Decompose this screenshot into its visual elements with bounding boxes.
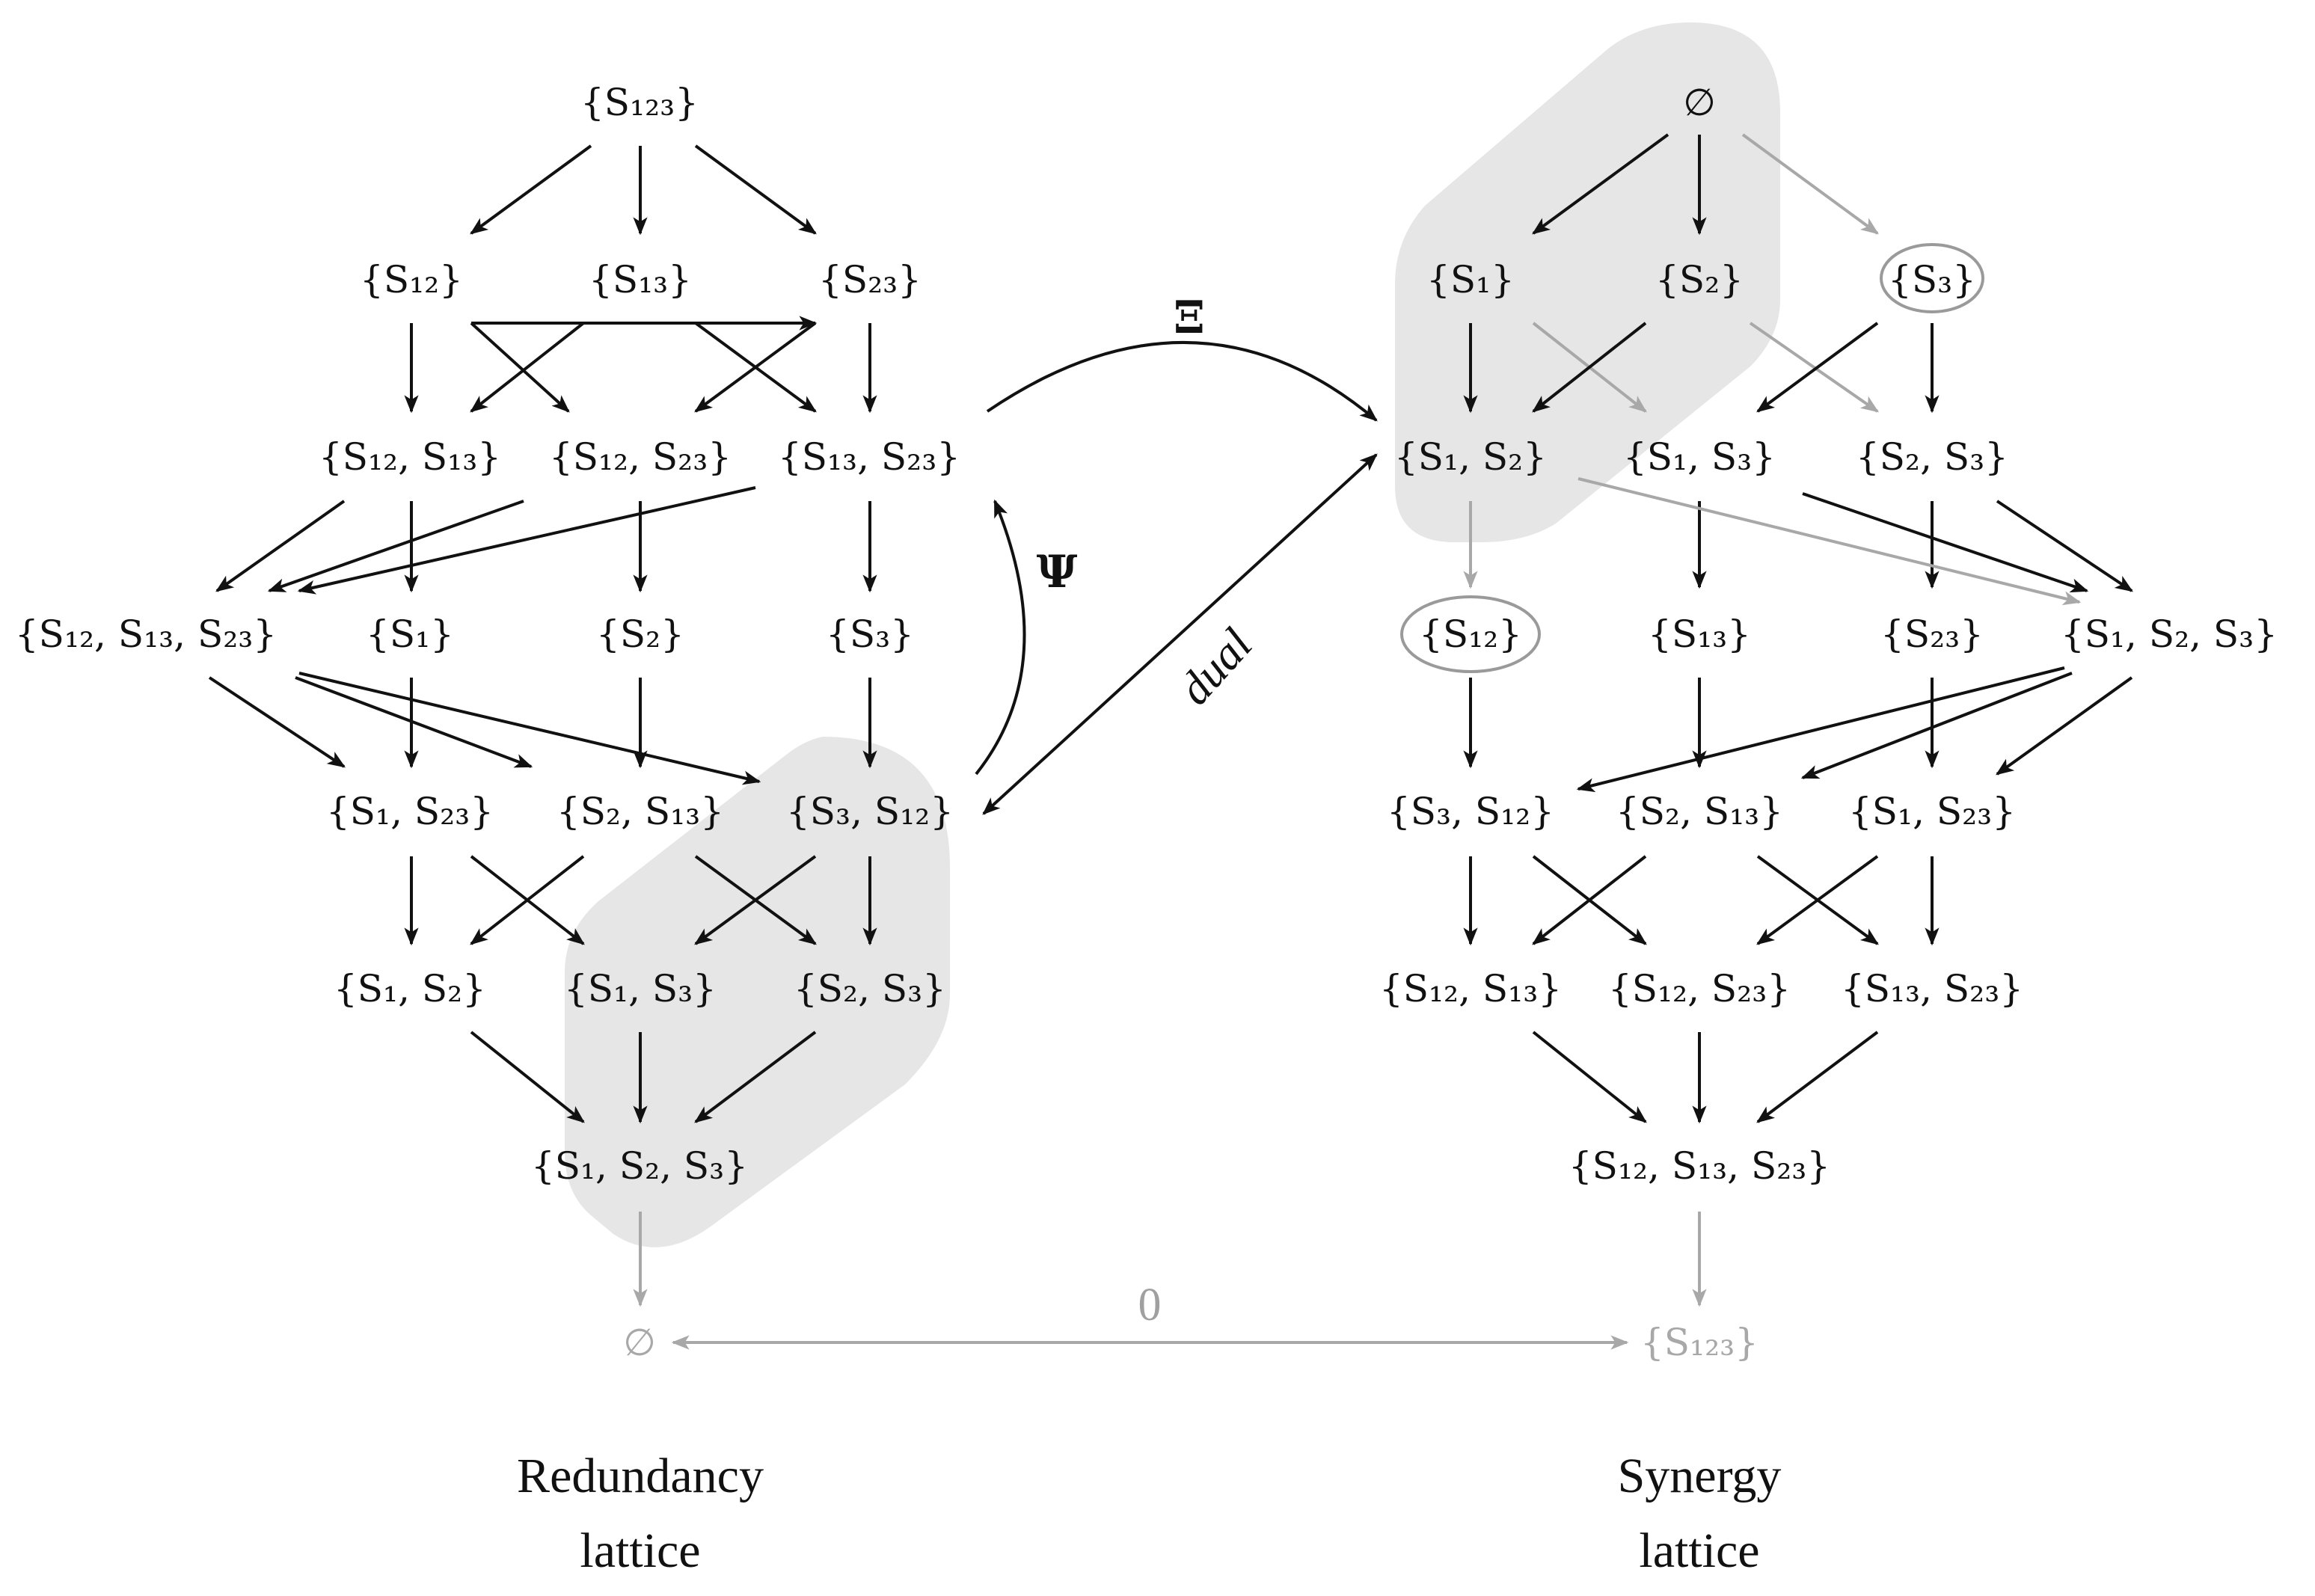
s-node-13: {S₁₃} <box>1648 613 1751 656</box>
redundancy-caption-line1: Redundancy <box>517 1449 764 1503</box>
lattice-edge-30 <box>694 1031 817 1123</box>
lattice-edge-10 <box>215 500 346 592</box>
s-node-1: {S₁} <box>1426 258 1515 301</box>
dual-label: dual <box>1169 619 1262 714</box>
ellipse-s3 <box>1880 243 1984 313</box>
lattice-edge-39 <box>1756 322 1879 413</box>
xi-label: Ξ <box>1174 292 1205 344</box>
lattice-edge-28 <box>470 1031 585 1123</box>
s-node-2-13: {S₂, S₁₃} <box>1616 790 1783 833</box>
lattice-edge-5 <box>470 322 570 413</box>
s-node-12-13-23: {S₁₂, S₁₃, S₂₃} <box>1569 1144 1830 1188</box>
s-node-3: {S₃} <box>1888 258 1976 301</box>
s-node-1-2-3: {S₁, S₂, S₃} <box>2061 613 2278 656</box>
r-node-12-13: {S₁₂, S₁₃} <box>319 435 501 479</box>
r-node-1: {S₁} <box>366 613 454 656</box>
s-node-1-3: {S₁, S₃} <box>1623 435 1776 479</box>
s-node-1-23: {S₁, S₂₃} <box>1848 790 2016 833</box>
psi-label: Ψ <box>1037 546 1078 598</box>
s-node-2-3: {S₂, S₃} <box>1856 435 2008 479</box>
s-node-2: {S₂} <box>1655 258 1744 301</box>
lattice-edge-55 <box>1532 855 1647 945</box>
s-node-12-23: {S₁₂, S₂₃} <box>1608 967 1791 1010</box>
r-node-1-2: {S₁, S₂} <box>334 967 486 1010</box>
lattice-edge-17 <box>295 676 533 768</box>
r-node-1-23: {S₁, S₂₃} <box>326 790 494 833</box>
r-node-3-12: {S₃, S₁₂} <box>786 790 954 833</box>
lattice-edge-32 <box>1532 133 1669 235</box>
r-node-12: {S₁₂} <box>360 258 463 301</box>
s-node-13-23: {S₁₃, S₂₃} <box>1841 967 2023 1010</box>
redundancy-lattice: {S₁₂₃} {S₁₂} {S₁₃} {S₂₃} {S₁₂, S₁₃} {S₁₂… <box>15 81 960 1364</box>
r-node-13-23: {S₁₃, S₂₃} <box>778 435 960 479</box>
lattice-edge-2 <box>694 144 817 235</box>
r-node-123: {S₁₂₃} <box>580 81 699 124</box>
lattice-edge-16 <box>208 676 346 768</box>
zero-label: 0 <box>1138 1280 1162 1330</box>
r-node-1-2-3: {S₁, S₂, S₃} <box>531 1144 748 1188</box>
lattice-edge-8 <box>694 322 817 413</box>
r-node-empty: ∅ <box>623 1321 656 1364</box>
s-node-123: {S₁₂₃} <box>1640 1321 1759 1364</box>
lattice-edge-38 <box>1749 322 1879 413</box>
r-node-12-23: {S₁₂, S₂₃} <box>549 435 732 479</box>
synergy-caption-line2: lattice <box>1639 1523 1759 1578</box>
xi-arrow <box>986 340 1378 422</box>
redundancy-caption-line2: lattice <box>580 1523 700 1578</box>
psi-arrow <box>975 499 1026 776</box>
lattice-edge-57 <box>1756 855 1879 945</box>
lattice-edge-45 <box>1802 492 2089 593</box>
lattice-edge-6 <box>470 322 585 413</box>
ellipse-s12 <box>1400 595 1541 673</box>
s-node-12: {S₁₂} <box>1419 613 1522 656</box>
s-node-23: {S₂₃} <box>1880 613 1984 656</box>
lattice-edge-34 <box>1741 133 1879 235</box>
lattice-edge-18 <box>298 672 761 785</box>
dual-arrow <box>982 453 1378 815</box>
lattice-edge-0 <box>470 144 592 235</box>
r-node-1-3: {S₁, S₃} <box>564 967 717 1010</box>
lattice-edge-12 <box>297 486 756 595</box>
s-node-1-2: {S₁, S₂} <box>1394 435 1547 479</box>
lattice-edge-24 <box>470 855 585 945</box>
lattice-edge-11 <box>267 500 524 592</box>
redundancy-highlight-region <box>565 737 950 1247</box>
lattice-edge-26 <box>694 855 817 945</box>
lattice-edge-51 <box>1800 672 2073 779</box>
s-node-3-12: {S₃, S₁₂} <box>1387 790 1554 833</box>
lattice-edge-52 <box>1996 676 2133 776</box>
lattice-edge-37 <box>1532 322 1647 413</box>
r-node-2-3: {S₂, S₃} <box>794 967 946 1010</box>
r-node-13: {S₁₃} <box>589 258 692 301</box>
lattice-edge-46 <box>1996 500 2133 592</box>
s-node-empty: ∅ <box>1683 81 1716 124</box>
r-node-23: {S₂₃} <box>818 258 922 301</box>
lattice-edge-50 <box>1576 666 2065 793</box>
lattice-edge-61 <box>1756 1031 1879 1123</box>
lattice-edge-44 <box>1577 477 2082 606</box>
r-node-2: {S₂} <box>596 613 684 656</box>
synergy-caption-line1: Synergy <box>1618 1449 1782 1503</box>
lattice-edge-59 <box>1532 1031 1647 1123</box>
r-node-3: {S₃} <box>826 613 914 656</box>
r-node-12-13-23: {S₁₂, S₁₃, S₂₃} <box>15 613 277 656</box>
lattice-edges <box>208 133 2133 1307</box>
s-node-12-13: {S₁₂, S₁₃} <box>1379 967 1562 1010</box>
r-node-2-13: {S₂, S₁₃} <box>556 790 724 833</box>
synergy-lattice: ∅ {S₁} {S₂} {S₃} {S₁, S₂} {S₁, S₃} {S₂, … <box>1379 81 2278 1364</box>
synergy-highlight-region <box>1395 22 1780 542</box>
